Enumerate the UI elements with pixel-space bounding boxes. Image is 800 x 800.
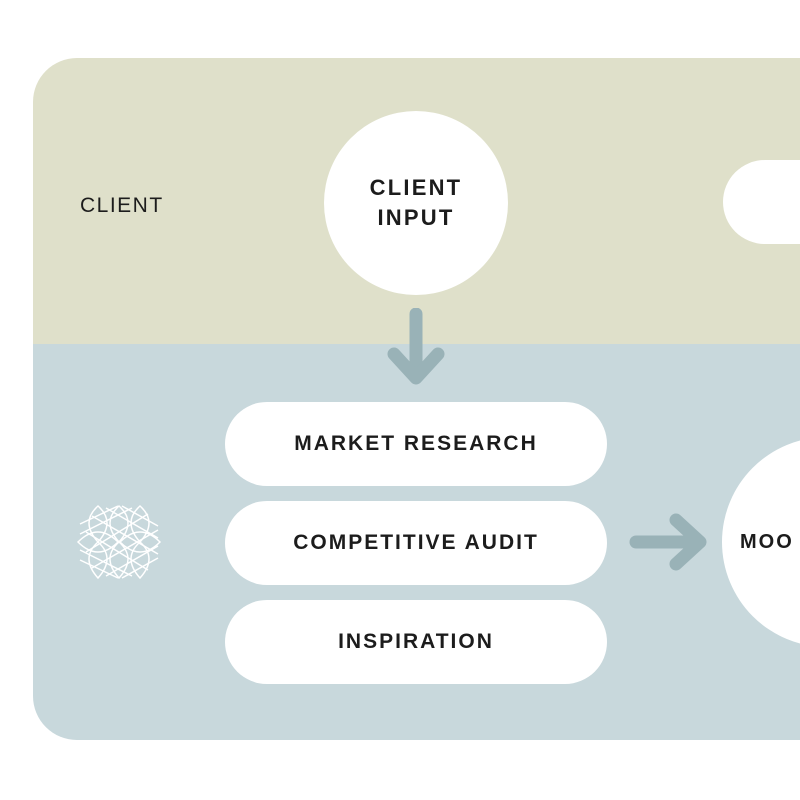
client-input-line-1: CLIENT xyxy=(369,175,463,200)
mood-label: MOO xyxy=(740,530,794,553)
client-lane-next-node xyxy=(723,160,800,244)
client-input-line-2: INPUT xyxy=(377,205,455,230)
inspiration-node: INSPIRATION xyxy=(225,600,607,684)
arrow-down-icon xyxy=(387,308,445,385)
inspiration-label: INSPIRATION xyxy=(338,630,494,653)
competitive-audit-node: COMPETITIVE AUDIT xyxy=(225,501,607,585)
competitive-audit-label: COMPETITIVE AUDIT xyxy=(293,531,539,554)
client-lane-label: CLIENT xyxy=(80,194,164,217)
client-input-node: CLIENT INPUT xyxy=(324,111,508,295)
arrow-right-icon xyxy=(629,513,707,571)
market-research-node: MARKET RESEARCH xyxy=(225,402,607,486)
market-research-label: MARKET RESEARCH xyxy=(294,432,538,455)
geometric-pattern-icon xyxy=(76,504,162,580)
